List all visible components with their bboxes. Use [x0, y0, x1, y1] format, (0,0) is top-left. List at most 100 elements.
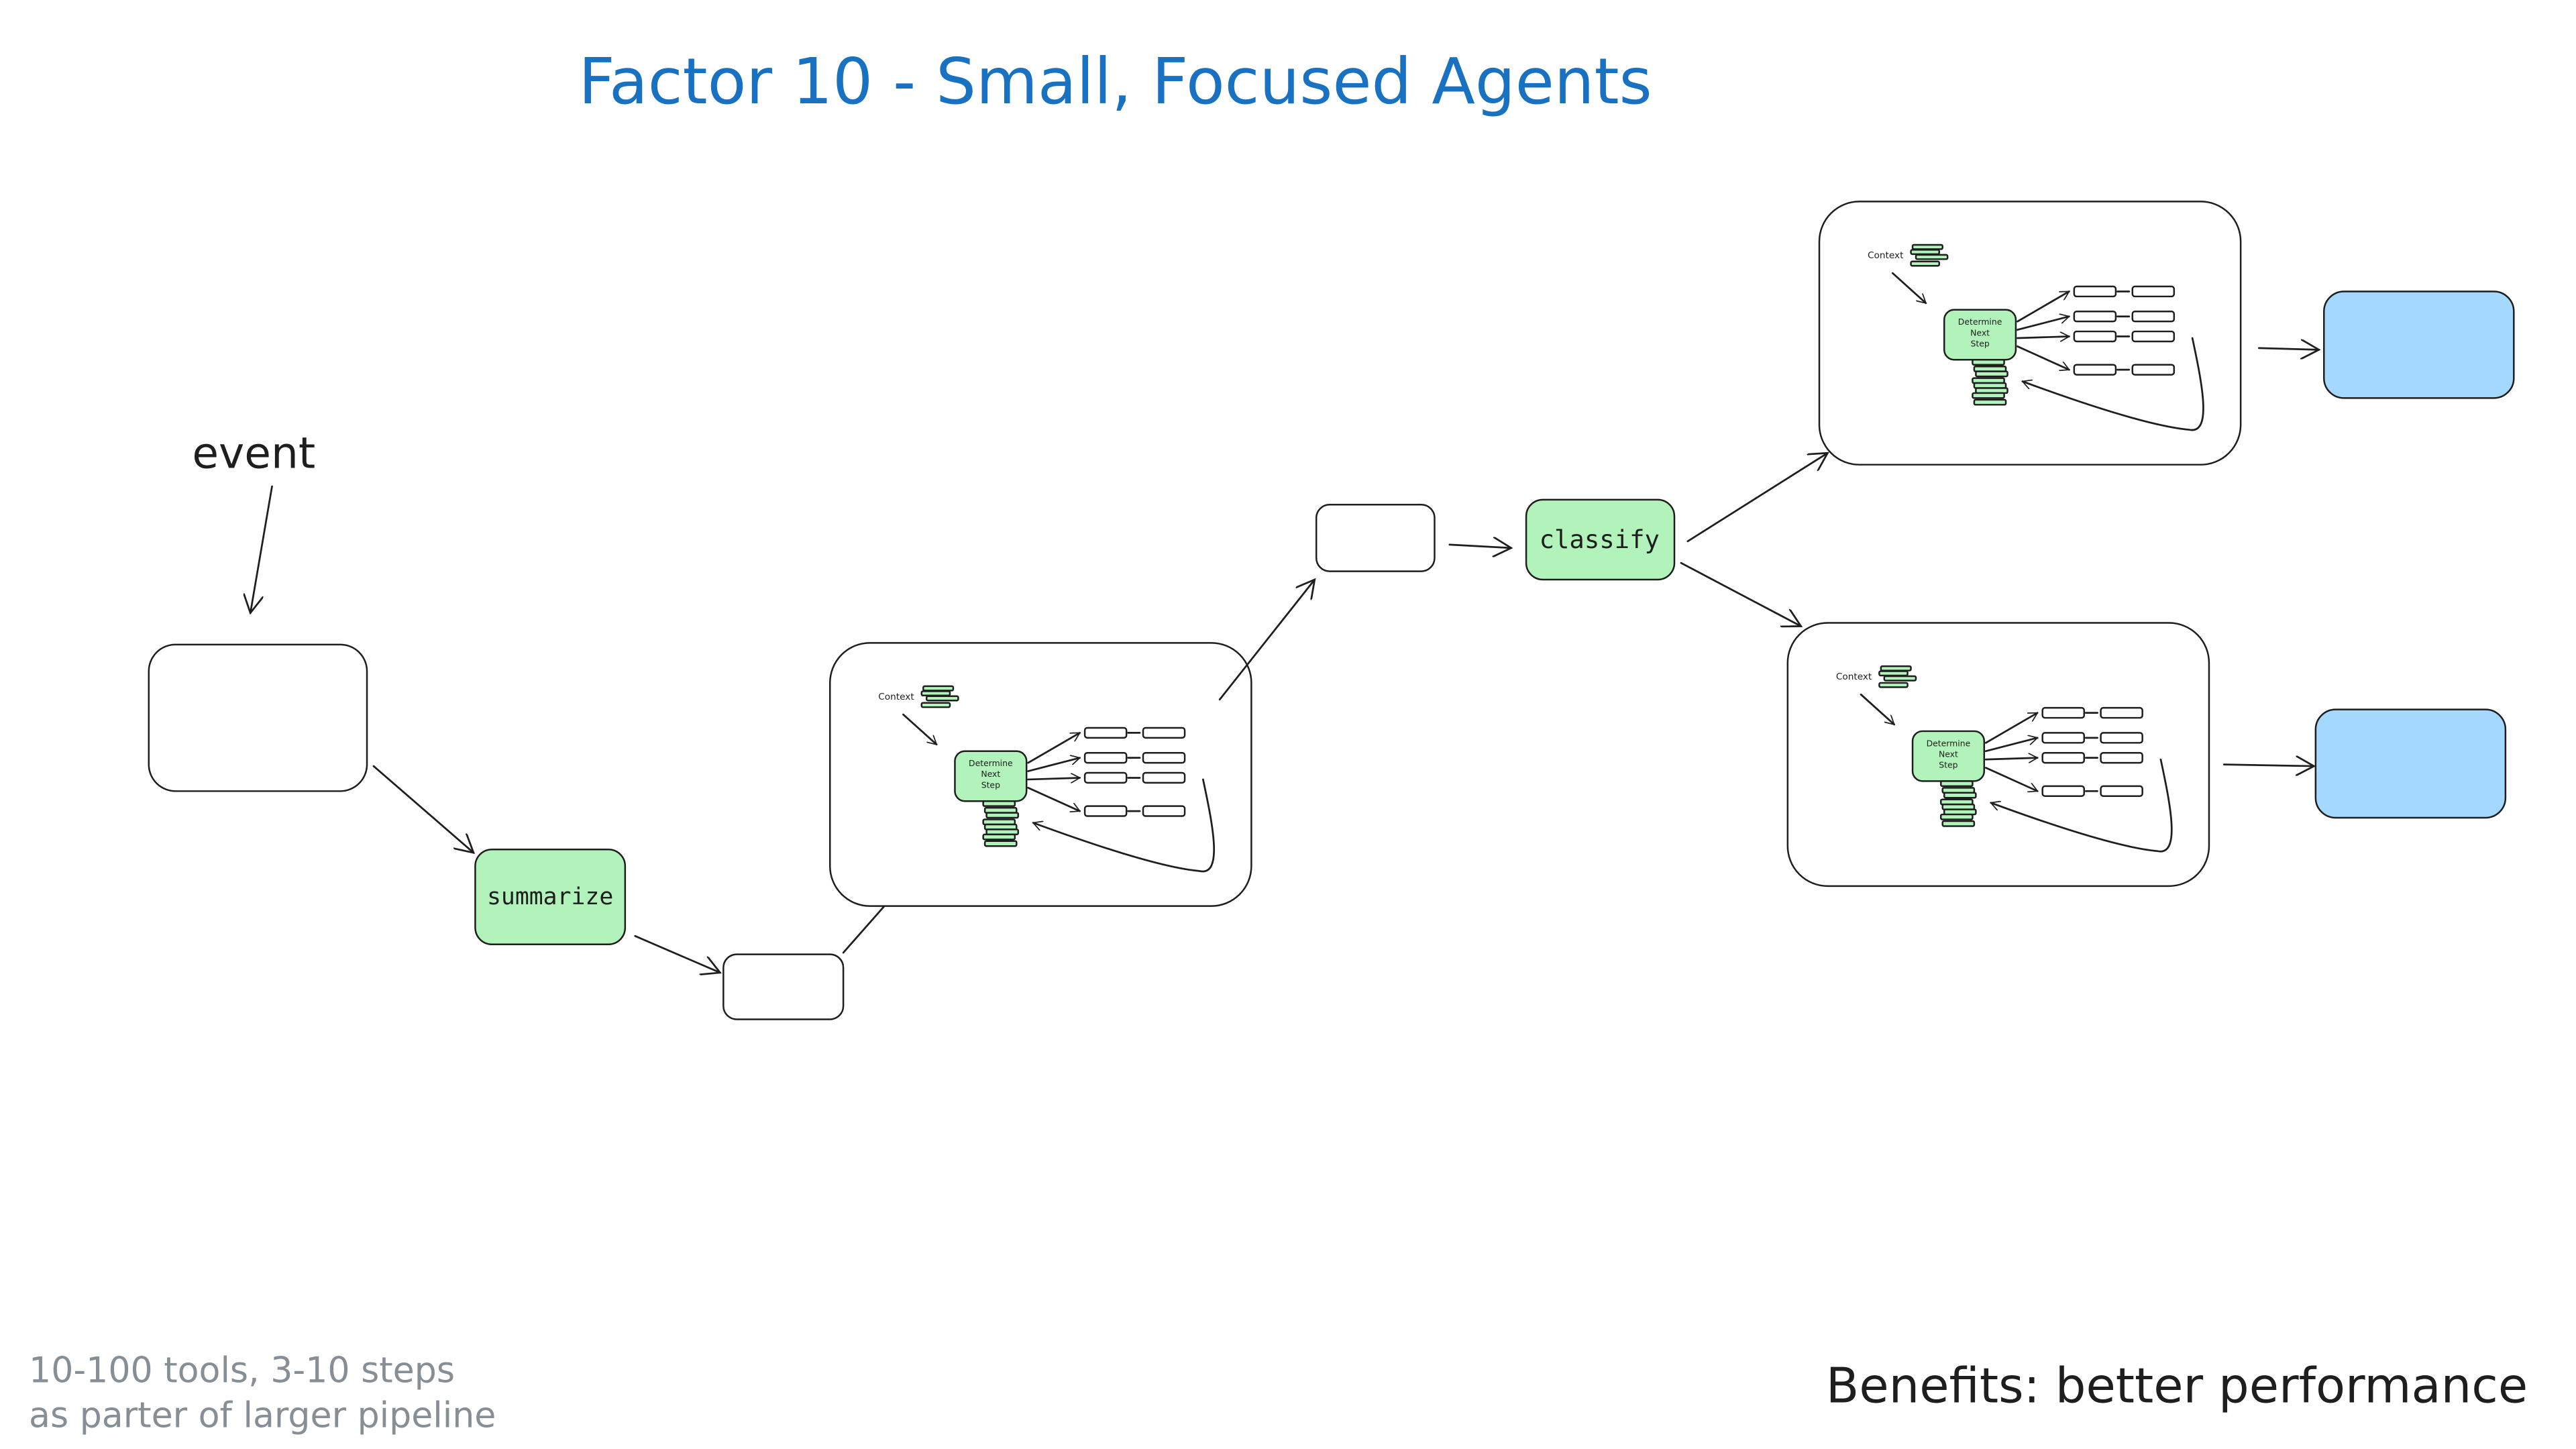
tool-box [2073, 330, 2117, 343]
context-item [1910, 249, 1941, 256]
event-input-box [148, 643, 368, 792]
agent-container [1786, 622, 2210, 888]
tool-call-arrow [2017, 345, 2069, 370]
context-item [1883, 675, 1917, 682]
tool-result-box [2131, 285, 2176, 298]
tool-call-arrow [1984, 767, 2037, 792]
tool-result-box [2100, 751, 2143, 764]
loop-back-arrow [1991, 758, 2173, 853]
agent-container [829, 642, 1252, 907]
history-item [1972, 392, 2005, 399]
context-item [920, 702, 951, 708]
history-item [1973, 398, 2007, 406]
tool-result-box [2100, 785, 2143, 797]
tool-call-arrow [2017, 290, 2069, 323]
arrow-to-agent-2 [1686, 453, 1828, 543]
summarize-box [474, 848, 627, 945]
history-item [1940, 780, 1974, 788]
tool-result-box [2100, 732, 2143, 744]
arrow-to-summary-output [634, 934, 720, 973]
determine-label: Next [1970, 327, 1990, 337]
context-item [926, 695, 959, 702]
agent-3-result-box [2314, 708, 2507, 819]
tool-box [1083, 727, 1128, 739]
context-arrow [902, 713, 938, 746]
tool-call-arrow [1027, 786, 1080, 811]
tool-call-arrow [1984, 712, 2037, 744]
tool-result-box [2100, 706, 2143, 719]
determine-label: Step [981, 780, 1000, 790]
history-item [1972, 359, 2005, 366]
agent-2-result-box [2323, 290, 2515, 399]
context-arrow [1860, 693, 1896, 726]
summarize-label: summarize [487, 883, 613, 910]
tool-call-arrow [2017, 337, 2069, 338]
page-title: Factor 10 - Small, Focused Agents [578, 45, 1652, 119]
context-item [1910, 260, 1941, 267]
history-item [983, 840, 1018, 847]
history-item [1940, 813, 1974, 820]
tool-box [2073, 285, 2117, 298]
classify-box [1525, 498, 1676, 581]
tool-box [2041, 706, 2086, 719]
event-label: event [192, 429, 315, 479]
context-item [922, 685, 955, 692]
note-line-2: as parter of larger pipeline [29, 1396, 496, 1436]
tool-result-box [2131, 311, 2176, 323]
arrow-to-output-3 [2222, 765, 2314, 766]
tool-box [1083, 805, 1128, 817]
benefits-text: Benefits: better performance [1826, 1357, 2528, 1413]
context-item [920, 690, 951, 697]
tool-box [1083, 751, 1128, 764]
tool-result-box [2131, 364, 2176, 376]
note-line-1: 10-100 tools, 3-10 steps [29, 1351, 455, 1391]
agent-1-output-box [1315, 504, 1436, 572]
tool-result-box [2131, 330, 2176, 343]
history-item [985, 812, 1020, 819]
tool-result-box [1142, 751, 1186, 764]
context-label: Context [1868, 250, 1904, 261]
determine-label: Determine [969, 758, 1013, 768]
summary-output-box [722, 953, 845, 1020]
determine-label: Step [1939, 760, 1957, 770]
classify-step: classify [1525, 498, 1676, 581]
tool-box [2073, 364, 2117, 376]
context-item [1915, 254, 1949, 260]
tool-box [1083, 771, 1128, 784]
context-item [1911, 244, 1943, 250]
history-item [982, 800, 1016, 807]
determine-label: Next [981, 769, 1000, 779]
tool-result-box [1142, 805, 1186, 817]
summarize-step: summarize [474, 848, 627, 945]
tool-box [2041, 751, 2086, 764]
loop-back-arrow [1033, 778, 1216, 873]
arrow-to-classify [1448, 545, 1511, 548]
arrow-to-output-2 [2258, 348, 2318, 350]
tool-box [2073, 311, 2117, 323]
tool-call-arrow [1984, 738, 2037, 753]
history-item [1975, 370, 2008, 378]
context-label: Context [878, 692, 914, 702]
tool-box [2041, 785, 2086, 797]
tool-result-box [1142, 727, 1186, 739]
context-item [1880, 665, 1912, 672]
determine-label: Step [1970, 338, 1989, 348]
arrow-to-agent-3 [1680, 561, 1801, 626]
tool-box [2041, 732, 2086, 744]
context-arrow [1891, 272, 1927, 305]
tool-call-arrow [1027, 758, 1080, 772]
tool-call-arrow [2017, 317, 2069, 331]
determine-label: Determine [1958, 317, 2002, 327]
determine-label: Determine [1927, 738, 1971, 748]
arrow-to-summarize [372, 765, 474, 853]
context-item [1878, 670, 1909, 677]
agent-container [1818, 201, 2242, 466]
determine-label: Next [1939, 749, 1958, 759]
context-label: Context [1836, 672, 1872, 682]
loop-back-arrow [2023, 337, 2204, 431]
event-arrow [250, 485, 273, 613]
